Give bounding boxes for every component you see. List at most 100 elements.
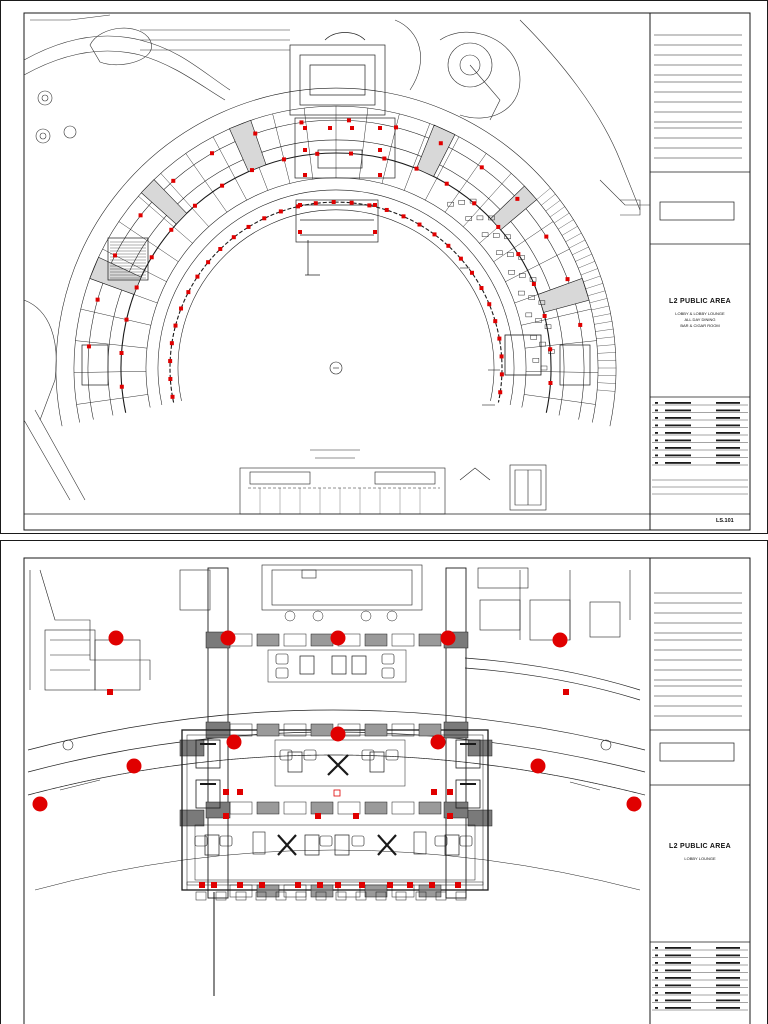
column-marker xyxy=(303,126,307,130)
facade-fin xyxy=(594,321,613,325)
elevator-core xyxy=(81,344,109,386)
revision-number xyxy=(655,424,658,427)
column-marker xyxy=(168,377,173,382)
revision-date xyxy=(716,447,740,449)
central-court xyxy=(305,240,500,406)
column-marker xyxy=(499,354,504,359)
revision-number xyxy=(655,447,658,449)
column-marker xyxy=(315,151,320,156)
revision-number xyxy=(655,454,658,457)
armchair xyxy=(279,749,293,761)
arc-wings xyxy=(55,87,617,427)
planter xyxy=(415,891,427,901)
armchair xyxy=(385,749,399,761)
partition-wall xyxy=(525,371,598,373)
planter xyxy=(275,891,287,901)
column-marker xyxy=(378,173,382,177)
column-marker xyxy=(350,126,354,130)
armchair xyxy=(275,667,289,679)
column-marker-small xyxy=(237,789,243,795)
partition-wall xyxy=(185,153,228,213)
column-marker-small xyxy=(199,882,205,888)
facade-fin xyxy=(591,305,610,311)
wing-arc xyxy=(169,201,503,403)
revision-text xyxy=(665,947,691,949)
planter xyxy=(355,891,367,901)
partition-wall xyxy=(521,308,592,326)
column-marker-large xyxy=(226,734,242,750)
wall-panel xyxy=(229,723,253,737)
column-marker xyxy=(373,203,377,207)
wall-panel xyxy=(364,633,388,647)
column-marker xyxy=(192,203,197,208)
cross-sofa xyxy=(277,834,297,856)
wall-panel xyxy=(310,801,334,815)
revision-date xyxy=(716,417,740,419)
title-block-stamp-box xyxy=(659,201,735,221)
partition-wall xyxy=(524,340,597,349)
wall-panel xyxy=(310,723,334,737)
column-marker xyxy=(578,322,583,327)
column-marker xyxy=(548,380,553,385)
facade-fin xyxy=(587,290,606,296)
column-marker-small xyxy=(455,882,461,888)
wall-panel xyxy=(418,633,442,647)
column-marker-large xyxy=(440,630,456,646)
core-block xyxy=(490,185,538,231)
wing-arc xyxy=(177,209,495,401)
facade-fin xyxy=(597,352,616,354)
revision-number xyxy=(655,999,658,1002)
revision-number xyxy=(655,409,658,412)
column-marker xyxy=(119,351,124,356)
planter xyxy=(455,891,467,901)
facade-fin xyxy=(575,253,592,262)
revision-date xyxy=(716,424,740,427)
dining-table xyxy=(504,234,511,240)
revision-number xyxy=(655,977,658,979)
revision-text xyxy=(665,962,691,964)
column-marker xyxy=(472,201,477,206)
column-marker xyxy=(303,148,307,152)
lounge-table xyxy=(334,834,350,856)
column-marker xyxy=(195,274,200,279)
dining-table xyxy=(532,358,540,363)
facade-fin xyxy=(597,344,616,347)
lounge-table xyxy=(287,751,303,773)
dining-table xyxy=(476,215,484,221)
armchair xyxy=(219,835,233,847)
column-marker xyxy=(206,260,211,265)
wall-panel xyxy=(283,801,307,815)
facade-fin xyxy=(597,360,616,361)
wall-panel xyxy=(310,633,334,647)
cross-sofa xyxy=(377,834,397,856)
revision-text xyxy=(665,417,691,419)
facade-fin xyxy=(589,298,608,304)
partition-wall xyxy=(462,173,512,227)
wall-panel xyxy=(256,633,280,647)
lounge-table xyxy=(204,834,220,856)
column-marker xyxy=(186,290,191,295)
column-marker-small xyxy=(317,882,323,888)
column-marker xyxy=(458,256,463,261)
revision-number xyxy=(655,417,658,419)
partition-wall xyxy=(425,136,460,201)
partition-wall xyxy=(381,113,400,184)
booth xyxy=(195,779,221,809)
revision-date xyxy=(716,992,740,994)
partition-wall xyxy=(76,394,148,405)
column-marker xyxy=(479,165,484,170)
dining-table xyxy=(518,255,525,260)
column-marker xyxy=(113,253,118,258)
revision-number xyxy=(655,439,658,442)
planter xyxy=(235,891,247,901)
partition-wall xyxy=(524,394,596,405)
column-marker xyxy=(331,200,336,205)
facade-fin xyxy=(558,219,574,230)
console xyxy=(413,831,427,855)
column-marker xyxy=(249,168,254,173)
facade-fin xyxy=(554,212,570,224)
column-marker xyxy=(328,126,332,130)
revision-text xyxy=(665,999,691,1002)
facade-fin xyxy=(597,382,616,384)
revision-text xyxy=(665,992,691,994)
